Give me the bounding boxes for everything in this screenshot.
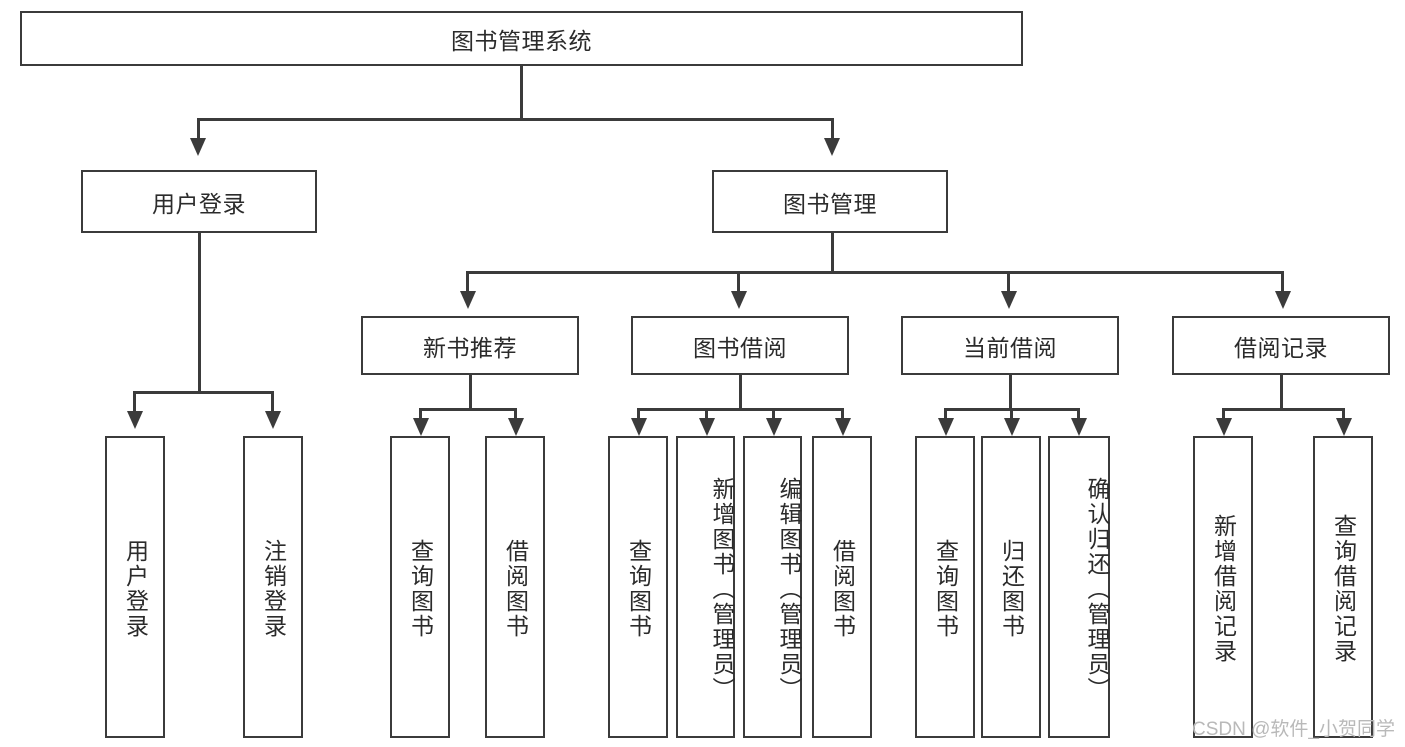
edge-root-stem bbox=[520, 66, 523, 118]
leaf-label: 用户登录 bbox=[122, 539, 149, 639]
leaf-current-borrow-query[interactable]: 查询图书 bbox=[915, 436, 975, 738]
leaf-label: 新增借阅记录 bbox=[1210, 514, 1237, 664]
edge-root-bus bbox=[197, 118, 834, 121]
arrow-root-to-user-login bbox=[190, 138, 206, 156]
arrow-user-login-to-leaf-2 bbox=[265, 411, 281, 429]
leaf-borrow-record-add[interactable]: 新增借阅记录 bbox=[1193, 436, 1253, 738]
arrow-book-mgmt-to-record bbox=[1275, 291, 1291, 309]
leaf-borrow-record-query[interactable]: 查询借阅记录 bbox=[1313, 436, 1373, 738]
leaf-user-login-login[interactable]: 用户登录 bbox=[105, 436, 165, 738]
arrow-borrow-record-to-leaf-1 bbox=[1216, 418, 1232, 436]
arrow-new-book-to-leaf-1 bbox=[413, 418, 429, 436]
arrow-book-borrow-to-leaf-1 bbox=[631, 418, 647, 436]
edge-book-borrow-bus bbox=[637, 408, 843, 411]
edge-book-borrow-to-leaf-1 bbox=[637, 408, 640, 422]
arrow-current-borrow-to-leaf-2 bbox=[1004, 418, 1020, 436]
edge-user-login-to-leaf-2 bbox=[271, 391, 274, 413]
edge-book-borrow-stem bbox=[739, 375, 742, 408]
leaf-current-borrow-confirm[interactable]: 确认归还（管理员） bbox=[1048, 436, 1110, 738]
edge-borrow-record-to-leaf-1 bbox=[1222, 408, 1225, 422]
watermark: CSDN @软件_小贺同学 bbox=[1192, 719, 1395, 740]
node-new-book-recommend-label: 新书推荐 bbox=[423, 334, 517, 361]
edge-current-borrow-to-leaf-2 bbox=[1010, 408, 1013, 422]
node-book-management[interactable]: 图书管理 bbox=[712, 170, 948, 233]
leaf-label: 归还图书 bbox=[998, 539, 1025, 639]
edge-user-login-stem bbox=[198, 233, 201, 391]
edge-user-login-bus bbox=[133, 391, 272, 394]
edge-root-to-user-login bbox=[197, 118, 200, 140]
node-book-management-label: 图书管理 bbox=[783, 190, 877, 217]
edge-new-book-bus bbox=[419, 408, 516, 411]
leaf-book-borrow-edit[interactable]: 编辑图书（管理员） bbox=[743, 436, 802, 738]
edge-new-book-stem bbox=[469, 375, 472, 408]
node-user-login-label: 用户登录 bbox=[152, 190, 246, 217]
leaf-current-borrow-return[interactable]: 归还图书 bbox=[981, 436, 1041, 738]
arrow-book-mgmt-to-current bbox=[1001, 291, 1017, 309]
edge-book-mgmt-to-current bbox=[1007, 271, 1010, 293]
arrow-book-borrow-to-leaf-3 bbox=[766, 418, 782, 436]
edge-new-book-to-leaf-2 bbox=[514, 408, 517, 422]
leaf-label: 查询图书 bbox=[407, 539, 434, 639]
node-root-label: 图书管理系统 bbox=[451, 27, 592, 54]
node-book-borrow[interactable]: 图书借阅 bbox=[631, 316, 849, 375]
edge-current-borrow-stem bbox=[1009, 375, 1012, 408]
edge-book-mgmt-to-record bbox=[1281, 271, 1284, 293]
leaf-book-borrow-query[interactable]: 查询图书 bbox=[608, 436, 668, 738]
leaf-book-borrow-borrow[interactable]: 借阅图书 bbox=[812, 436, 872, 738]
node-book-borrow-label: 图书借阅 bbox=[693, 334, 787, 361]
arrow-borrow-record-to-leaf-2 bbox=[1336, 418, 1352, 436]
node-borrow-record-label: 借阅记录 bbox=[1234, 334, 1328, 361]
node-borrow-record[interactable]: 借阅记录 bbox=[1172, 316, 1390, 375]
leaf-label: 借阅图书 bbox=[829, 539, 856, 639]
leaf-label: 确认归还（管理员） bbox=[1084, 476, 1110, 702]
leaf-label: 注销登录 bbox=[260, 539, 287, 639]
edge-book-mgmt-bus bbox=[466, 271, 1283, 274]
leaf-label: 查询图书 bbox=[625, 539, 652, 639]
edge-borrow-record-stem bbox=[1280, 375, 1283, 408]
leaf-new-book-query[interactable]: 查询图书 bbox=[390, 436, 450, 738]
arrow-current-borrow-to-leaf-3 bbox=[1071, 418, 1087, 436]
edge-root-to-book-mgmt bbox=[831, 118, 834, 140]
edge-book-mgmt-to-new-book bbox=[466, 271, 469, 293]
arrow-book-borrow-to-leaf-4 bbox=[835, 418, 851, 436]
arrow-book-mgmt-to-borrow bbox=[731, 291, 747, 309]
leaf-label: 编辑图书（管理员） bbox=[776, 476, 802, 702]
edge-current-borrow-to-leaf-1 bbox=[944, 408, 947, 422]
leaf-book-borrow-add[interactable]: 新增图书（管理员） bbox=[676, 436, 735, 738]
leaf-user-login-logout[interactable]: 注销登录 bbox=[243, 436, 303, 738]
leaf-label: 借阅图书 bbox=[502, 539, 529, 639]
leaf-label: 新增图书（管理员） bbox=[709, 476, 735, 702]
edge-current-borrow-to-leaf-3 bbox=[1077, 408, 1080, 422]
edge-book-mgmt-to-borrow bbox=[737, 271, 740, 293]
edge-user-login-to-leaf-1 bbox=[133, 391, 136, 413]
node-new-book-recommend[interactable]: 新书推荐 bbox=[361, 316, 579, 375]
edge-book-borrow-to-leaf-3 bbox=[772, 408, 775, 422]
edge-new-book-to-leaf-1 bbox=[419, 408, 422, 422]
node-current-borrow-label: 当前借阅 bbox=[963, 334, 1057, 361]
leaf-label: 查询图书 bbox=[932, 539, 959, 639]
node-root[interactable]: 图书管理系统 bbox=[20, 11, 1023, 66]
arrow-current-borrow-to-leaf-1 bbox=[938, 418, 954, 436]
arrow-user-login-to-leaf-1 bbox=[127, 411, 143, 429]
edge-borrow-record-to-leaf-2 bbox=[1342, 408, 1345, 422]
arrow-book-borrow-to-leaf-2 bbox=[699, 418, 715, 436]
edge-borrow-record-bus bbox=[1222, 408, 1342, 411]
arrow-book-mgmt-to-new-book bbox=[460, 291, 476, 309]
leaf-label: 查询借阅记录 bbox=[1330, 514, 1357, 664]
node-user-login[interactable]: 用户登录 bbox=[81, 170, 317, 233]
edge-book-borrow-to-leaf-4 bbox=[841, 408, 844, 422]
arrow-new-book-to-leaf-2 bbox=[508, 418, 524, 436]
arrow-root-to-book-mgmt bbox=[824, 138, 840, 156]
node-current-borrow[interactable]: 当前借阅 bbox=[901, 316, 1119, 375]
edge-book-borrow-to-leaf-2 bbox=[705, 408, 708, 422]
edge-book-mgmt-stem bbox=[831, 233, 834, 271]
leaf-new-book-borrow[interactable]: 借阅图书 bbox=[485, 436, 545, 738]
